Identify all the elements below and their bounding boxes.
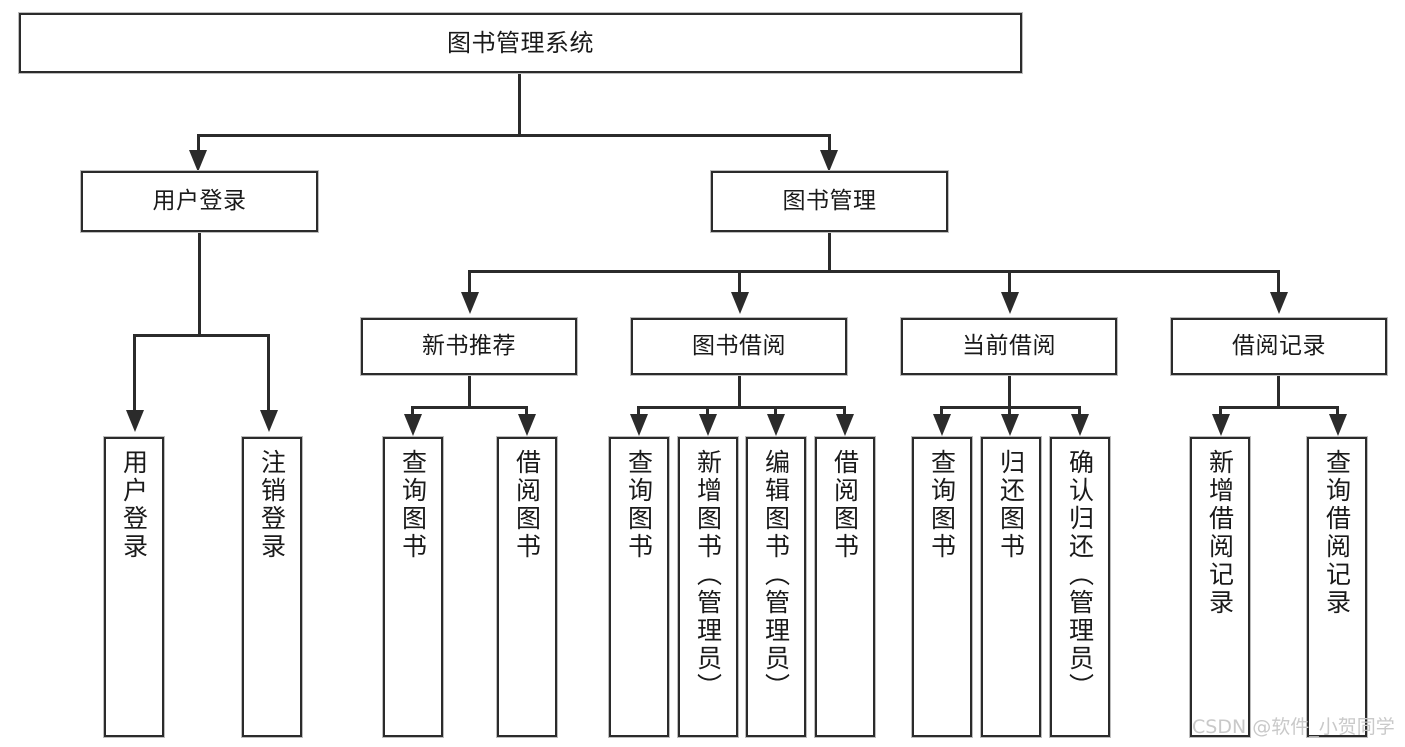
arrowhead-leaf-borrow-book-2 xyxy=(836,414,854,436)
edge-nbr-child-2 xyxy=(525,406,528,420)
node-user-login[interactable]: 用户登录 xyxy=(81,171,318,232)
node-book-borrow[interactable]: 图书借阅 xyxy=(631,318,847,375)
edge-book-manage-stem xyxy=(828,232,831,273)
arrowhead-leaf-add-record xyxy=(1212,414,1230,436)
node-leaf-logout-label: 注销登录 xyxy=(257,449,287,561)
node-user-login-label: 用户登录 xyxy=(152,187,247,214)
arrowhead-leaf-confirm-return xyxy=(1071,414,1089,436)
node-leaf-add-book[interactable]: 新增图书（管理员） xyxy=(678,437,738,737)
node-leaf-add-record[interactable]: 新增借阅记录 xyxy=(1190,437,1250,737)
node-leaf-query-book-2-label: 查询图书 xyxy=(624,449,654,561)
node-leaf-borrow-book-1-label: 借阅图书 xyxy=(512,449,542,561)
arrowhead-new-book-rec xyxy=(461,292,479,314)
edge-current-borrow-stem xyxy=(1008,375,1011,408)
arrowhead-leaf-borrow-book-1 xyxy=(518,414,536,436)
node-leaf-borrow-book-2-label: 借阅图书 xyxy=(830,449,860,561)
csdn-watermark: CSDN @软件_小贺同学 xyxy=(1192,716,1395,738)
edge-to-borrow-record xyxy=(1277,270,1280,296)
node-leaf-confirm-return-label: 确认归还（管理员） xyxy=(1065,449,1095,701)
arrowhead-book-borrow xyxy=(731,292,749,314)
edge-to-new-book-rec xyxy=(468,270,471,296)
arrowhead-leaf-query-book-3 xyxy=(933,414,951,436)
arrowhead-leaf-user-login xyxy=(126,410,144,432)
arrowhead-book-manage xyxy=(820,150,838,172)
edge-borrow-record-stem xyxy=(1277,375,1280,408)
node-leaf-query-record[interactable]: 查询借阅记录 xyxy=(1307,437,1367,737)
edge-book-borrow-bar xyxy=(637,406,846,409)
edge-book-borrow-stem xyxy=(738,375,741,408)
node-new-book-rec-label: 新书推荐 xyxy=(422,332,516,359)
edge-bb-child-3 xyxy=(774,406,777,420)
node-borrow-record-label: 借阅记录 xyxy=(1232,332,1326,359)
node-leaf-query-book-1-label: 查询图书 xyxy=(398,449,428,561)
node-leaf-query-book-3-label: 查询图书 xyxy=(927,449,957,561)
node-leaf-add-book-label: 新增图书（管理员） xyxy=(693,449,723,701)
node-new-book-rec[interactable]: 新书推荐 xyxy=(361,318,577,375)
node-leaf-user-login[interactable]: 用户登录 xyxy=(104,437,164,737)
arrowhead-leaf-logout xyxy=(260,410,278,432)
node-current-borrow-label: 当前借阅 xyxy=(962,332,1056,359)
arrowhead-leaf-edit-book xyxy=(767,414,785,436)
node-borrow-record[interactable]: 借阅记录 xyxy=(1171,318,1387,375)
edge-new-book-rec-bar xyxy=(411,406,528,409)
edge-bb-child-4 xyxy=(843,406,846,420)
arrowhead-current-borrow xyxy=(1001,292,1019,314)
arrowhead-leaf-add-book xyxy=(699,414,717,436)
arrowhead-user-login xyxy=(189,150,207,172)
edge-borrow-record-bar xyxy=(1219,406,1339,409)
node-leaf-query-record-label: 查询借阅记录 xyxy=(1322,449,1352,617)
node-leaf-edit-book[interactable]: 编辑图书（管理员） xyxy=(746,437,806,737)
node-leaf-confirm-return[interactable]: 确认归还（管理员） xyxy=(1050,437,1110,737)
node-book-manage[interactable]: 图书管理 xyxy=(711,171,948,232)
arrowhead-leaf-query-book-2 xyxy=(630,414,648,436)
node-leaf-borrow-book-2[interactable]: 借阅图书 xyxy=(815,437,875,737)
arrowhead-borrow-record xyxy=(1270,292,1288,314)
edge-cb-child-1 xyxy=(940,406,943,420)
edge-user-login-left xyxy=(133,334,136,414)
edge-nbr-child-1 xyxy=(411,406,414,420)
node-leaf-query-book-3[interactable]: 查询图书 xyxy=(912,437,972,737)
node-leaf-query-book-1[interactable]: 查询图书 xyxy=(383,437,443,737)
edge-bb-child-1 xyxy=(637,406,640,420)
edge-book-manage-bar xyxy=(468,270,1280,273)
edge-to-book-borrow xyxy=(738,270,741,296)
edge-br-child-1 xyxy=(1219,406,1222,420)
node-leaf-edit-book-label: 编辑图书（管理员） xyxy=(761,449,791,701)
edge-user-login-right xyxy=(267,334,270,414)
edge-cb-child-3 xyxy=(1078,406,1081,420)
edge-br-child-2 xyxy=(1336,406,1339,420)
node-current-borrow[interactable]: 当前借阅 xyxy=(901,318,1117,375)
edge-new-book-rec-stem xyxy=(468,375,471,408)
node-leaf-borrow-book-1[interactable]: 借阅图书 xyxy=(497,437,557,737)
node-leaf-add-record-label: 新增借阅记录 xyxy=(1205,449,1235,617)
edge-to-current-borrow xyxy=(1008,270,1011,296)
edge-root-bar xyxy=(197,134,831,137)
edge-to-book-manage xyxy=(828,134,831,156)
node-leaf-return-book-label: 归还图书 xyxy=(996,449,1026,561)
edge-user-login-bar xyxy=(133,334,269,337)
node-root-system[interactable]: 图书管理系统 xyxy=(19,13,1022,73)
edge-user-login-stem xyxy=(198,232,201,336)
node-leaf-return-book[interactable]: 归还图书 xyxy=(981,437,1041,737)
edge-cb-child-2 xyxy=(1008,406,1011,420)
arrowhead-leaf-query-record xyxy=(1329,414,1347,436)
arrowhead-leaf-return-book xyxy=(1001,414,1019,436)
edge-bb-child-2 xyxy=(706,406,709,420)
edge-to-user-login xyxy=(197,134,200,156)
node-book-borrow-label: 图书借阅 xyxy=(692,332,786,359)
node-leaf-query-book-2[interactable]: 查询图书 xyxy=(609,437,669,737)
arrowhead-leaf-query-book-1 xyxy=(404,414,422,436)
node-leaf-logout[interactable]: 注销登录 xyxy=(242,437,302,737)
node-root-system-label: 图书管理系统 xyxy=(447,28,594,57)
node-book-manage-label: 图书管理 xyxy=(782,187,877,214)
edge-root-stem xyxy=(518,73,521,136)
node-leaf-user-login-label: 用户登录 xyxy=(119,449,149,561)
